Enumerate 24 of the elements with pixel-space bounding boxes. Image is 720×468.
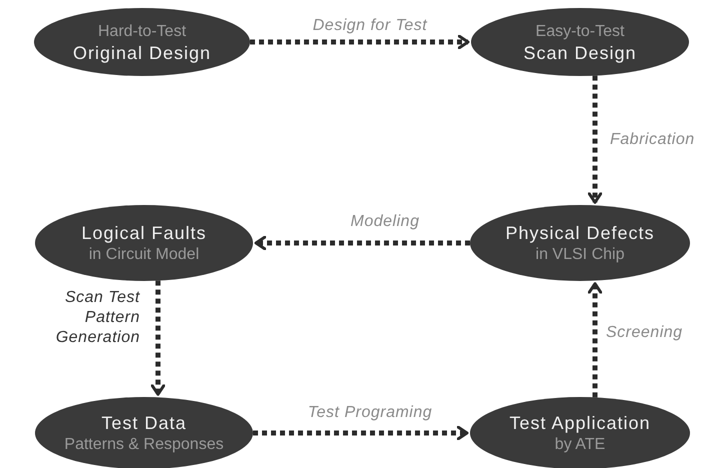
node-text: in VLSI Chip — [536, 244, 624, 264]
dotted-arrow — [250, 34, 470, 50]
edge-label: Screening — [606, 323, 684, 343]
node-text: Physical Defects — [505, 222, 655, 244]
node-text: Original Design — [72, 42, 212, 64]
node-text: Easy-to-Test — [536, 22, 624, 42]
node-text: Test Data — [101, 412, 187, 434]
dotted-arrow — [254, 236, 470, 250]
node-text: Hard-to-Test — [98, 22, 186, 42]
dotted-arrow — [588, 282, 602, 398]
node-text: Logical Faults — [81, 222, 207, 244]
edge-label: Design for Test — [312, 16, 428, 36]
edge-label: Scan Test Pattern Generation — [54, 288, 140, 348]
edge-label: Test Programing — [306, 403, 434, 423]
dotted-arrow — [150, 280, 166, 396]
node-text: Patterns & Responses — [64, 434, 224, 454]
edge-label: Fabrication — [610, 130, 696, 150]
node-text: in Circuit Model — [88, 244, 200, 264]
edge-label: Modeling — [350, 212, 420, 232]
node-text: Test Application — [509, 412, 651, 434]
node-text: by ATE — [554, 434, 606, 454]
node-text: Scan Design — [523, 42, 637, 64]
dotted-arrow — [253, 426, 468, 440]
dotted-arrow — [588, 76, 602, 204]
